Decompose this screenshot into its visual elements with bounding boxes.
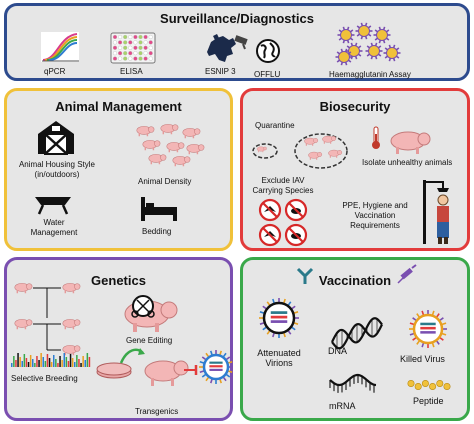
quarantine-label: Quarantine <box>255 121 295 130</box>
animal-management-title: Animal Management <box>55 99 182 114</box>
exclude-iav-text: Exclude IAV Carrying Species <box>252 176 314 195</box>
isolate-label: Isolate unhealthy animals <box>362 158 453 167</box>
pedigree-icon <box>14 283 81 356</box>
housing-label: Animal Housing Style (in/outdoors) <box>17 160 97 180</box>
attenuated-virus-icon <box>259 298 299 338</box>
no-animals-icon <box>258 198 308 247</box>
prohibited-animal-icon <box>284 198 308 222</box>
syringe-icon <box>397 264 417 284</box>
sick-pig-icon <box>390 131 431 154</box>
prohibited-animal-icon <box>258 198 282 222</box>
qpcr-curves-icon <box>41 32 79 62</box>
esnip3-label: ESNIP 3 <box>205 67 236 76</box>
cctv-camera-icon <box>234 35 248 50</box>
animal-density-label: Animal Density <box>138 177 192 186</box>
killed-virus-icon <box>409 310 447 348</box>
biosecurity-title: Biosecurity <box>319 99 391 114</box>
pig-icon <box>62 283 81 294</box>
pig-icon <box>136 126 155 137</box>
pig-icon <box>172 156 191 167</box>
europe-map-icon <box>207 34 236 62</box>
breeding-bars-icon <box>11 353 91 367</box>
pig-icon <box>328 149 343 158</box>
pig-herd-icon <box>136 124 205 167</box>
virus-particle-icon <box>345 42 363 60</box>
ppe-label: PPE, Hygiene and Vaccination Requirement… <box>335 201 415 231</box>
exclude-iav-label: Exclude IAV Carrying Species <box>249 176 317 196</box>
water-management-label: Water Management <box>26 218 82 238</box>
transgenic-pig-icon <box>144 360 189 386</box>
pig-icon <box>304 137 319 146</box>
killed-virus-label: Killed Virus <box>400 354 445 364</box>
pig-icon <box>256 146 267 153</box>
virus-icon <box>199 350 233 384</box>
elisa-label: ELISA <box>120 67 143 76</box>
surveillance-title: Surveillance/Diagnostics <box>160 11 314 26</box>
virus-particle-icon <box>365 42 383 60</box>
pig-icon <box>160 124 179 135</box>
pig-icon <box>62 319 81 330</box>
water-management-text: Water Management <box>30 218 78 237</box>
attenuated-text: Attenuated Virions <box>257 348 301 368</box>
antibody-icon <box>296 267 314 284</box>
attenuated-label: Attenuated Virions <box>253 348 305 368</box>
inhibit-arrow-icon <box>184 365 198 375</box>
genetics-panel: Genetics Selective Breeding Gene Editing <box>4 257 233 421</box>
virus-particle-icon <box>373 26 391 44</box>
green-arrow-icon <box>119 348 145 364</box>
selective-breeding-label: Selective Breeding <box>11 374 78 383</box>
transgenics-label: Transgenics <box>135 407 179 416</box>
pig-icon <box>62 345 81 356</box>
virus-cluster-icon <box>335 22 401 66</box>
dna-icon <box>331 317 383 350</box>
virus-particle-icon <box>355 22 373 40</box>
ppe-text: PPE, Hygiene and Vaccination Requirement… <box>342 201 408 230</box>
peptide-label: Peptide <box>413 396 444 406</box>
pig-icon <box>322 135 337 144</box>
farmer-shower-icon <box>423 180 449 244</box>
bedding-label: Bedding <box>142 227 172 236</box>
pig-icon <box>308 151 323 160</box>
virus-particle-icon <box>335 48 353 66</box>
bed-icon <box>141 197 177 221</box>
petri-dish-icon <box>96 362 132 379</box>
qpcr-label: qPCR <box>44 67 66 76</box>
virus-particle-icon <box>383 44 401 62</box>
scissors-pig-icon <box>124 295 178 332</box>
biosecurity-panel: Biosecurity Quarantine Isolate unhealthy… <box>240 88 470 251</box>
prohibited-animal-icon <box>284 223 308 247</box>
pig-icon <box>166 142 185 153</box>
mrna-label: mRNA <box>329 401 356 411</box>
virus-particle-icon <box>337 26 355 44</box>
pig-icon <box>148 154 167 165</box>
animal-management-panel: Animal Management Animal Housing Style (… <box>4 88 233 251</box>
peptide-icon <box>407 379 451 391</box>
haemagglutanin-assay-label: Haemagglutanin Assay <box>329 70 411 79</box>
quarantine-icon <box>252 133 348 169</box>
pig-icon <box>186 144 205 155</box>
pig-icon <box>182 128 201 139</box>
dna-label: DNA <box>328 346 348 356</box>
globe-icon <box>256 39 280 63</box>
pig-icon <box>14 319 33 330</box>
offlu-label: OFFLU <box>254 70 281 79</box>
surveillance-panel: Surveillance/Diagnostics qPCR ELISA ESNI… <box>4 3 470 81</box>
vaccination-title: Vaccination <box>318 273 392 288</box>
housing-label-text: Animal Housing Style (in/outdoors) <box>18 160 96 179</box>
pig-icon <box>14 283 33 294</box>
elisa-plate-icon <box>110 32 156 64</box>
thermometer-icon <box>372 126 380 149</box>
genetics-title: Genetics <box>91 273 146 288</box>
prohibited-animal-icon <box>258 223 282 247</box>
gene-editing-label: Gene Editing <box>126 336 173 345</box>
water-trough-icon <box>35 197 71 215</box>
pig-icon <box>142 140 161 151</box>
barn-icon <box>38 121 74 155</box>
vaccination-panel: Vaccination Attenuated Virions DNA Kille… <box>240 257 470 421</box>
mrna-icon <box>329 373 377 393</box>
